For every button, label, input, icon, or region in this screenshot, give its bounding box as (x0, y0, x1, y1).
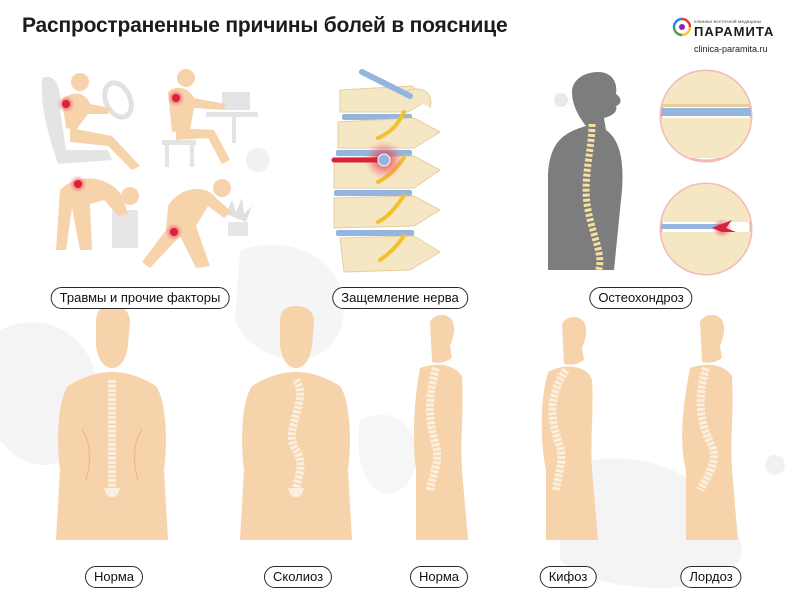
scene-office-worker (162, 69, 258, 167)
lumbar-spine-nerve (331, 69, 442, 273)
rainbow-swirl-icon (672, 17, 692, 37)
logo-website: clinica-paramita.ru (694, 44, 768, 54)
figure-back-normal (56, 306, 168, 540)
clinic-logo: клиника восточной медицины ПАРАМИТА clin… (672, 14, 792, 58)
page-title: Распространенные причины болей в поясниц… (22, 14, 508, 37)
label-nerve-compression: Защемление нерва (332, 287, 468, 309)
healthy-disc-circle (659, 69, 753, 163)
degenerated-disc-circle (659, 182, 753, 276)
logo-name: ПАРАМИТА (694, 24, 775, 39)
figure-side-normal (413, 314, 468, 540)
label-injuries: Травмы и прочие факторы (50, 287, 230, 309)
label-kyphosis: Кифоз (539, 566, 597, 588)
label-normal-side: Норма (409, 566, 469, 588)
figure-side-lordosis (682, 314, 738, 540)
figure-side-kyphosis (541, 316, 598, 540)
grey-silhouette-spine (548, 72, 623, 274)
label-scoliosis: Сколиоз (263, 566, 333, 588)
scene-car-driver (41, 73, 140, 170)
logo-tagline: клиника восточной медицины (694, 19, 762, 24)
figure-back-scoliosis (240, 306, 352, 540)
label-normal-back: Норма (84, 566, 144, 588)
label-lordosis: Лордоз (680, 566, 742, 588)
scene-lifting-box (56, 175, 139, 250)
label-osteochondrosis: Остеохондроз (589, 287, 693, 309)
scene-gardening (142, 179, 252, 268)
